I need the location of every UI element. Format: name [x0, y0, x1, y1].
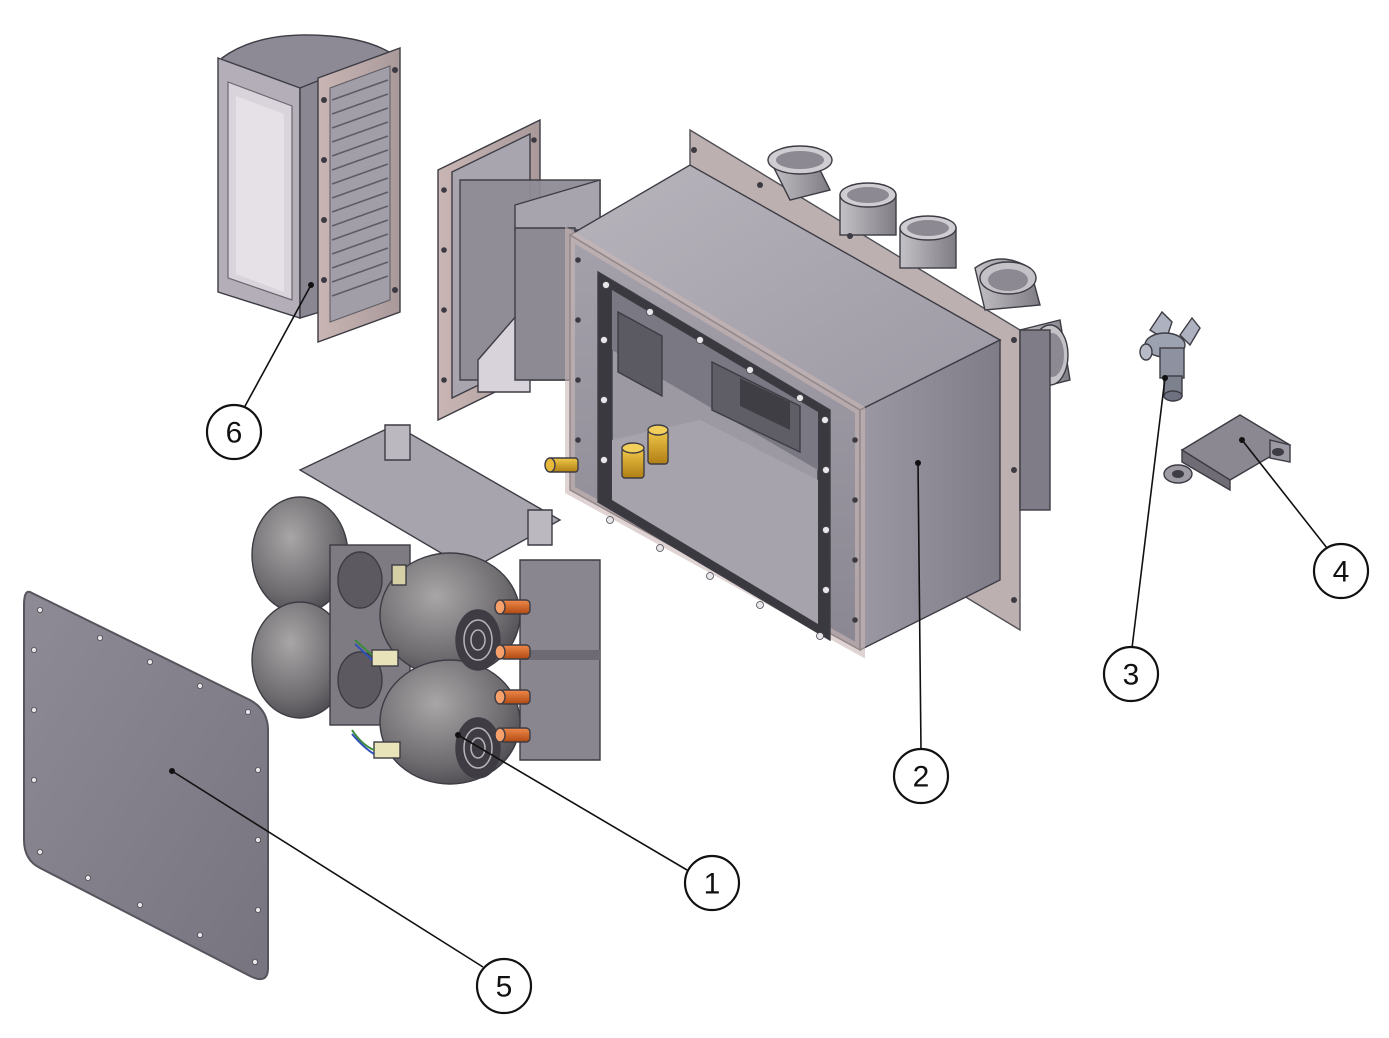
- callout-label: 5: [496, 971, 513, 1004]
- cover-plate-icon: [23, 590, 269, 981]
- louver-slats: [331, 79, 389, 297]
- leader-line-3: [1131, 377, 1166, 649]
- callout-2: 2: [892, 747, 950, 805]
- mounting-bracket-icon: [1163, 414, 1292, 492]
- gasket-bolts: [600, 281, 830, 640]
- callout-label: 4: [1333, 556, 1350, 589]
- air-intake-duct-icon: [217, 34, 401, 344]
- brass-fittings: [544, 424, 669, 479]
- heater-housing-icon: [437, 118, 1071, 659]
- outlet-pipes: [767, 145, 1071, 511]
- callout-4: 4: [1312, 542, 1370, 600]
- leader-line-2: [917, 462, 922, 751]
- callout-label: 1: [704, 868, 721, 901]
- blower-fan-assembly-icon: [251, 424, 601, 785]
- leader-line-6: [243, 284, 312, 409]
- callout-label: 6: [226, 417, 243, 450]
- leader-line-4: [1241, 439, 1328, 549]
- leader-line-1: [457, 734, 688, 871]
- callout-3: 3: [1102, 645, 1160, 703]
- callout-label: 2: [913, 761, 930, 794]
- leader-lines: [169, 282, 1328, 968]
- callout-6: 6: [205, 403, 263, 461]
- callout-5: 5: [475, 957, 533, 1015]
- leader-line-5: [171, 770, 484, 968]
- callout-label: 3: [1123, 659, 1140, 692]
- callout-1: 1: [683, 854, 741, 912]
- valve-fitting-icon: [1139, 310, 1201, 402]
